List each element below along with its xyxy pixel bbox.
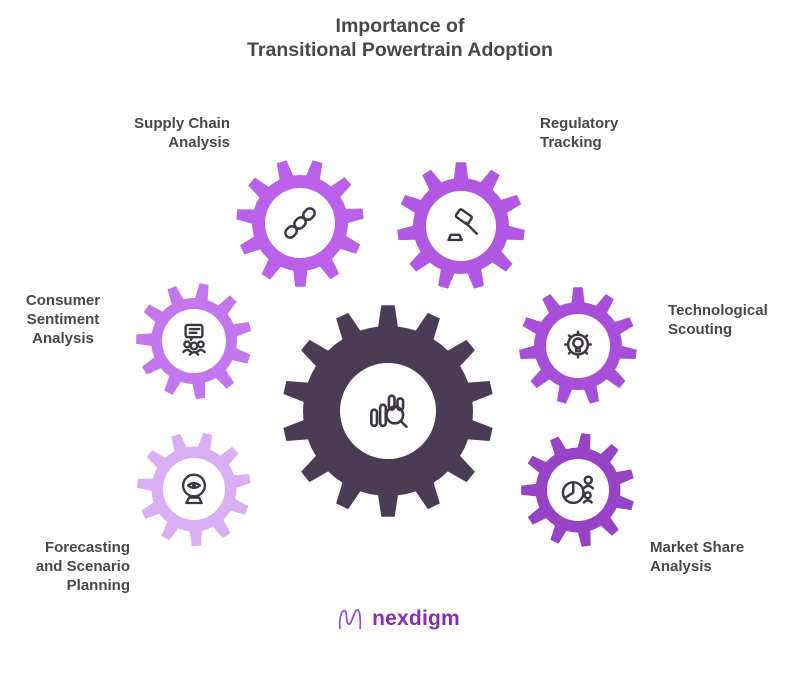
gear-technological	[517, 285, 639, 407]
page-title: Importance of Transitional Powertrain Ad…	[0, 14, 800, 62]
gear-market-share	[519, 431, 637, 549]
survey-people-icon	[173, 320, 215, 362]
gear-hole	[426, 191, 496, 261]
label-supply-chain: Supply Chain Analysis	[134, 115, 230, 151]
title-line-1: Importance of	[335, 15, 465, 37]
nexdigm-n-icon	[335, 604, 365, 634]
chain-icon	[278, 201, 322, 245]
label-technological: Technological Scouting	[668, 302, 768, 338]
market-pie-icon	[556, 468, 600, 512]
gear-regulatory	[395, 160, 527, 292]
gear-hole	[546, 314, 610, 378]
crystal-ball-icon	[173, 468, 215, 510]
label-consumer: Consumer Sentiment Analysis	[25, 292, 101, 347]
title-line-2: Transitional Powertrain Adoption	[247, 39, 553, 61]
label-market-share: Market Share Analysis	[650, 539, 745, 575]
analytics-search-icon	[361, 384, 415, 438]
gear-hole	[265, 188, 335, 258]
gear-consumer	[134, 281, 254, 401]
nexdigm-logo: nexdigm	[335, 604, 460, 634]
gavel-icon	[439, 204, 483, 248]
gear-supply-chain	[234, 157, 366, 289]
gear-center	[278, 301, 498, 521]
innovation-gear-icon	[556, 324, 600, 368]
label-regulatory: Regulatory Tracking	[540, 115, 619, 151]
logo-wordmark: nexdigm	[372, 607, 460, 630]
gear-hole	[547, 459, 609, 521]
gear-forecasting	[135, 430, 253, 548]
label-forecasting: Forecasting and Scenario Planning	[35, 539, 130, 594]
gear-hole	[162, 309, 226, 373]
